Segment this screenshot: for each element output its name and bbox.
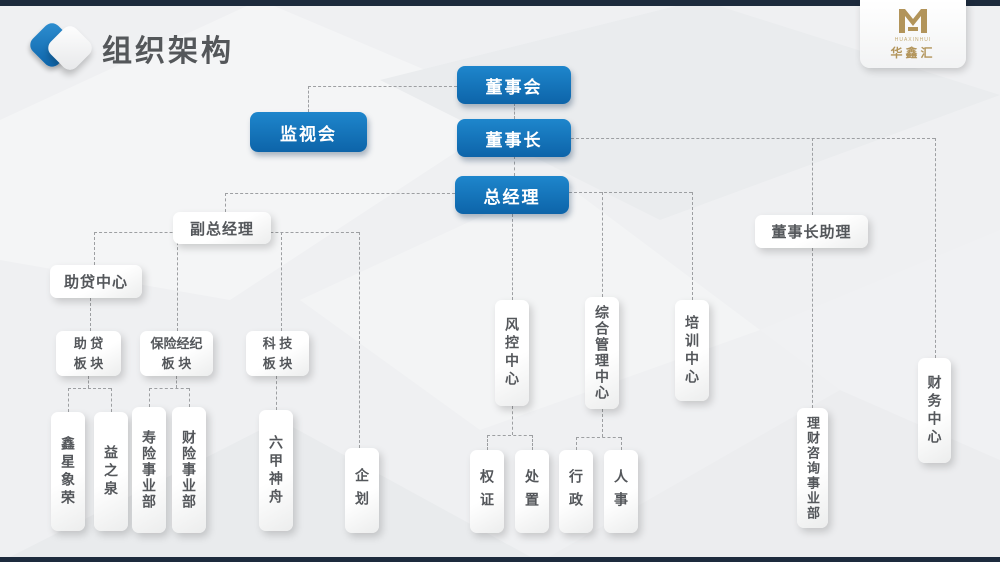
- connector-line: [308, 86, 309, 112]
- connector-line: [68, 388, 111, 389]
- page-title: 组织架构: [102, 35, 234, 68]
- logo-monogram-icon: [899, 9, 927, 33]
- connector-line: [571, 138, 935, 139]
- connector-line: [68, 388, 69, 412]
- connector-line: [487, 435, 488, 450]
- org-node-life-insurance-division: 寿险事业部: [132, 407, 166, 533]
- org-node-loan-block: 助 贷 板 块: [56, 331, 121, 376]
- org-node-board: 董事会: [457, 66, 571, 104]
- connector-line: [94, 232, 95, 265]
- org-node-hr: 人事: [604, 450, 638, 533]
- connector-line: [576, 437, 621, 438]
- org-node-liujiashenzhou: 六甲神舟: [259, 410, 293, 531]
- connector-line: [281, 232, 282, 331]
- org-node-property-insurance-division: 财险事业部: [172, 407, 206, 533]
- connector-line: [225, 193, 226, 212]
- connector-line: [512, 406, 513, 435]
- connector-line: [177, 232, 178, 331]
- logo-name-cn: 华鑫汇: [890, 46, 936, 60]
- org-node-deputy-gm: 副总经理: [173, 212, 271, 244]
- org-node-xinxingxiangrong: 鑫星象荣: [51, 412, 85, 531]
- connector-line: [602, 409, 603, 437]
- connector-line: [149, 388, 150, 407]
- connector-line: [276, 376, 277, 410]
- connector-line: [149, 388, 189, 389]
- bottom-accent-bar: [0, 557, 1000, 562]
- connector-line: [487, 435, 532, 436]
- connector-line: [359, 232, 360, 448]
- org-node-insurance-broker-block: 保险经纪 板 块: [140, 331, 213, 376]
- logo-name-en: HUAXINHUI: [894, 37, 932, 43]
- org-node-warrant: 权证: [470, 450, 504, 533]
- connector-line: [512, 214, 513, 300]
- connector-line: [111, 388, 112, 412]
- org-node-disposal: 处置: [515, 450, 549, 533]
- org-node-tech-block: 科 技 板 块: [246, 331, 309, 376]
- connector-line: [532, 435, 533, 450]
- org-node-chairman-assistant: 董事长助理: [755, 215, 868, 248]
- connector-line: [935, 138, 936, 358]
- org-node-general-manager: 总经理: [455, 176, 569, 214]
- connector-line: [514, 103, 515, 119]
- connector-line: [90, 298, 91, 331]
- connector-line: [692, 192, 693, 300]
- org-node-loan-center: 助贷中心: [50, 265, 142, 298]
- connector-line: [308, 86, 457, 87]
- connector-line: [812, 248, 813, 408]
- org-node-chairman: 董事长: [457, 119, 571, 157]
- connector-line: [176, 376, 177, 388]
- connector-line: [569, 192, 692, 193]
- org-node-supervisory: 监视会: [250, 112, 367, 152]
- org-node-training-center: 培训中心: [675, 300, 709, 401]
- connector-line: [812, 138, 813, 215]
- org-node-wealth-consulting-division: 理财咨询事业部: [797, 408, 828, 528]
- org-node-yizhiquan: 益之泉: [94, 412, 128, 531]
- title-diamond-icon: [26, 16, 96, 78]
- company-logo: HUAXINHUI 华鑫汇: [860, 0, 966, 68]
- connector-line: [514, 156, 515, 176]
- connector-line: [621, 437, 622, 450]
- org-node-general-management-center: 综合管理中心: [585, 297, 619, 409]
- connector-line: [576, 437, 577, 450]
- connector-line: [189, 388, 190, 407]
- connector-line: [602, 192, 603, 297]
- org-node-planning: 企划: [345, 448, 379, 533]
- top-accent-bar: [0, 0, 1000, 6]
- connector-line: [225, 193, 455, 194]
- connector-line: [88, 376, 89, 388]
- org-node-administration: 行政: [559, 450, 593, 533]
- org-node-risk-control-center: 风控中心: [495, 300, 529, 406]
- org-node-finance-center: 财务中心: [918, 358, 951, 463]
